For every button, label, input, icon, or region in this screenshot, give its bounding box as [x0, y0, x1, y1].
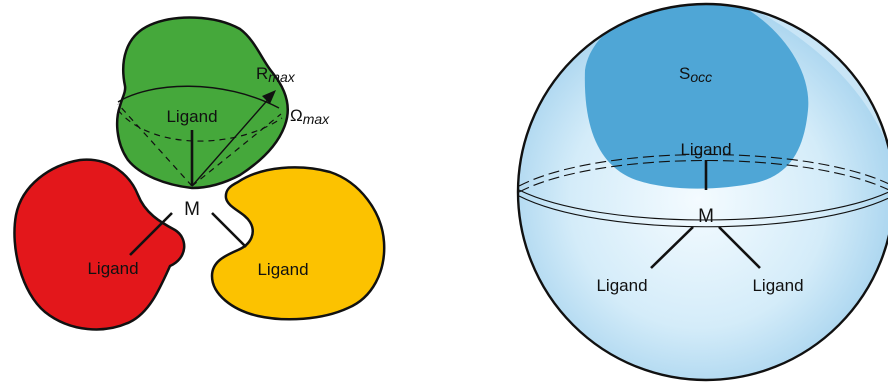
rmax-arrowhead: [262, 90, 276, 104]
equator-back-dashed-2: [518, 153, 888, 187]
rmax-vector: [191, 94, 273, 187]
rmax-subscript: max: [268, 69, 295, 85]
rmax-symbol: R: [256, 64, 268, 83]
omega-max-symbol: Ω: [290, 106, 303, 125]
green-ligand-label: Ligand: [166, 107, 217, 126]
yellow-bond: [211, 212, 247, 248]
rmax-label: Rmax: [256, 64, 296, 85]
cone-edge-left: [117, 103, 193, 187]
omega-max-label: Ωmax: [290, 106, 330, 127]
left-ligand-label: Ligand: [596, 276, 647, 295]
right-ligand-label: Ligand: [752, 276, 803, 295]
red-bond: [129, 212, 173, 256]
green-ligand-blob: [115, 16, 289, 190]
cone-edge-right: [191, 113, 282, 187]
metal-center-label: M: [184, 199, 200, 220]
omega-max-subscript: max: [303, 111, 330, 127]
top-ligand-label: Ligand: [680, 140, 731, 159]
left-diagram: Ligand Ligand Ligand M Rmax Ωmax: [13, 16, 386, 331]
equator-back-dashed-1: [518, 159, 888, 193]
equator-front-2: [518, 195, 888, 228]
right-diagram: Socc Ligand M Ligand Ligand: [516, 2, 888, 382]
s-occ-subscript: occ: [690, 69, 712, 85]
sphere-metal-center-label: M: [698, 206, 714, 227]
rmax-arc: [117, 85, 280, 109]
yellow-ligand-label: Ligand: [257, 260, 308, 279]
red-ligand-blob: [13, 158, 186, 331]
yellow-ligand-blob: [210, 166, 386, 321]
equator-front-1: [518, 189, 888, 221]
s-occ-symbol: S: [679, 64, 690, 83]
red-ligand-label: Ligand: [87, 259, 138, 278]
occupied-surface-patch: [584, 4, 809, 189]
left-ligand-bond: [650, 226, 694, 269]
sphere-outline: [516, 2, 888, 382]
right-ligand-bond: [718, 226, 761, 269]
s-occ-label: Socc: [679, 64, 712, 85]
